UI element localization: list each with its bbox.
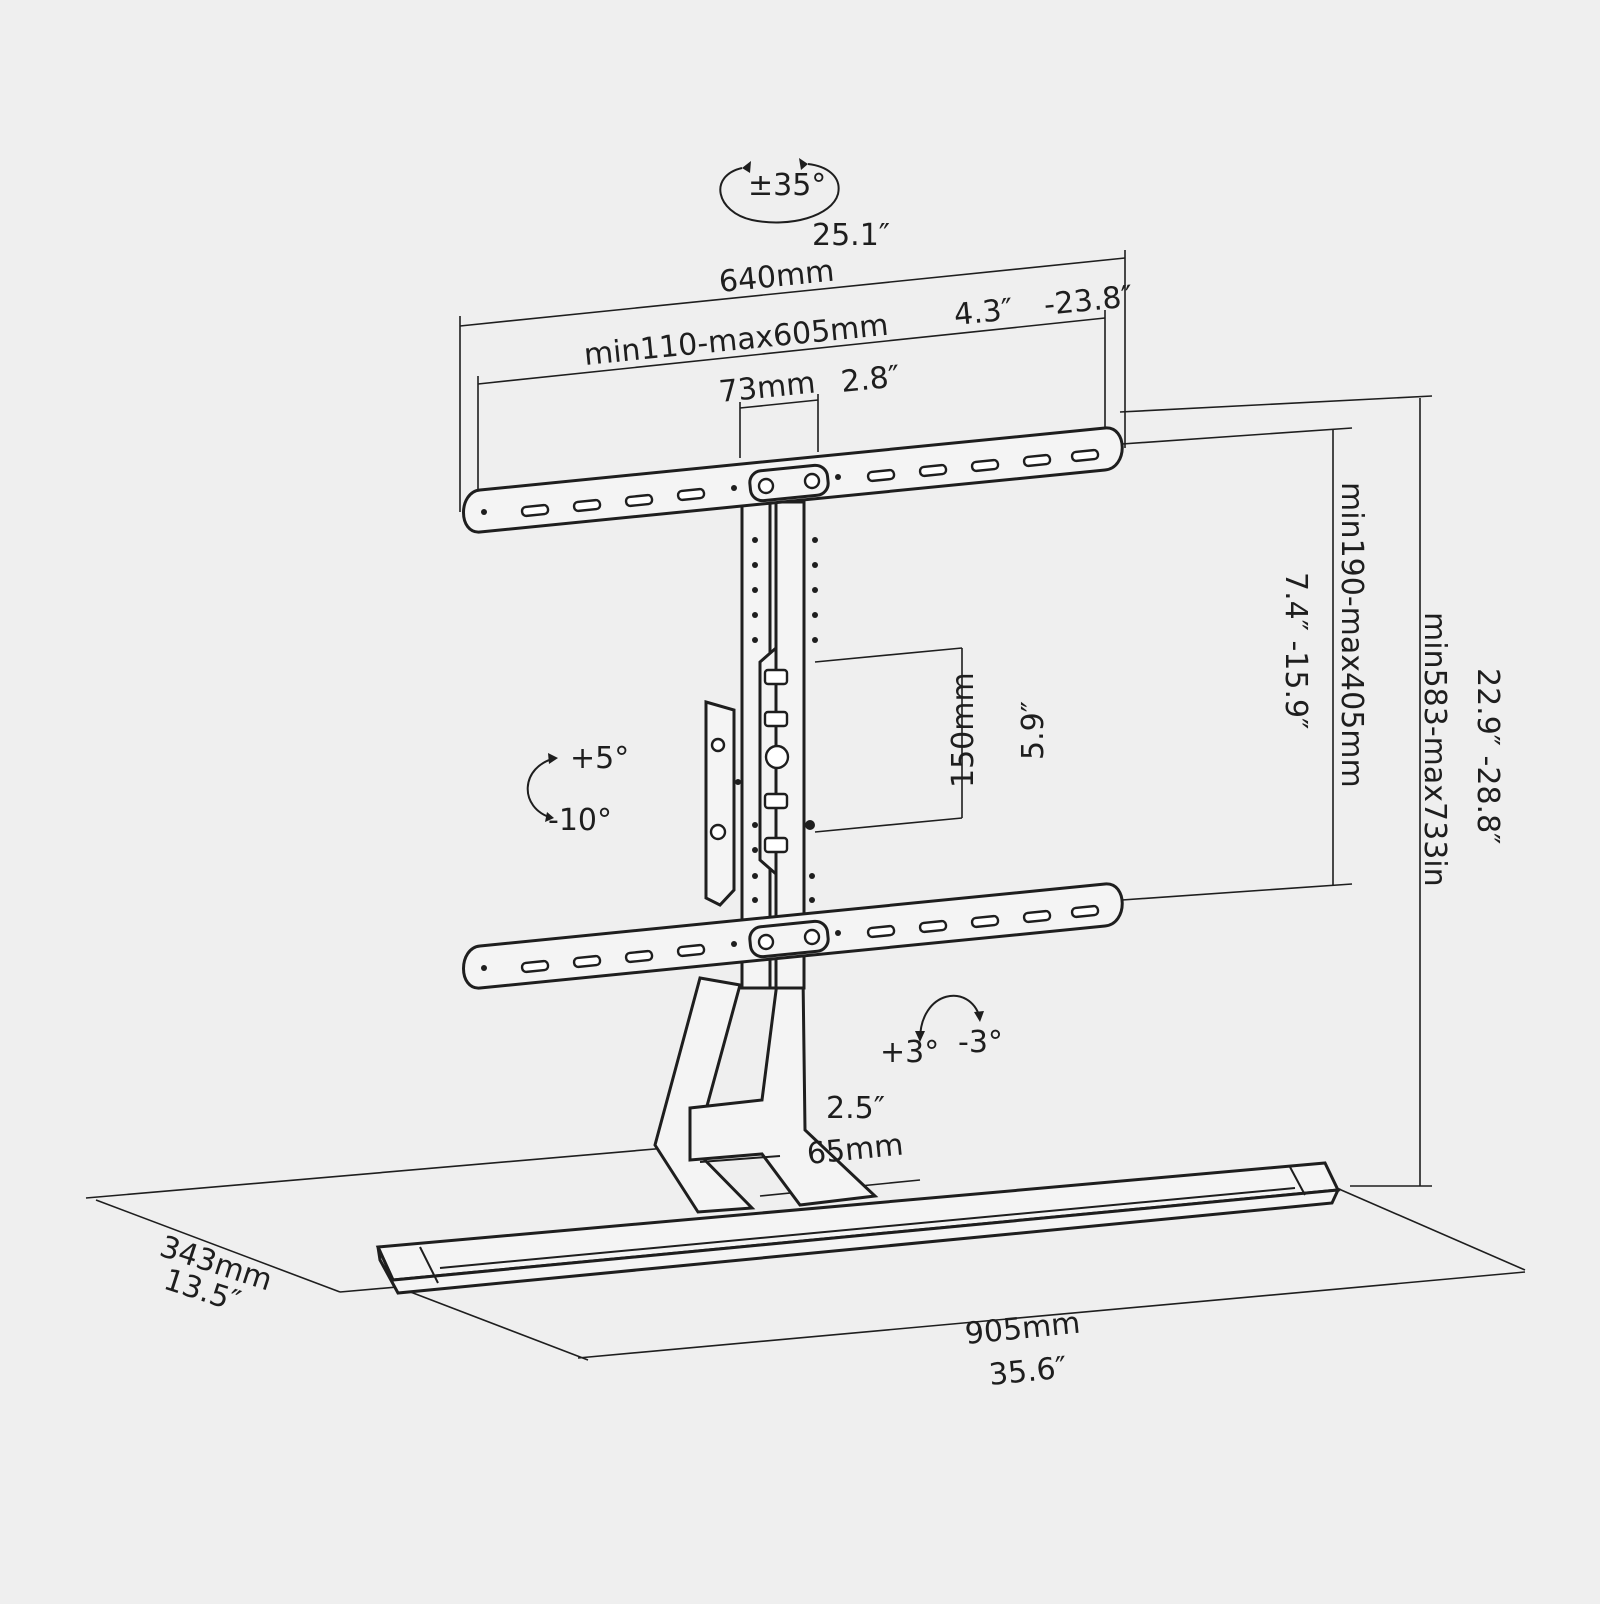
tilt-bracket-hole <box>735 779 741 785</box>
column-height-mm-label: 150mm <box>946 672 981 788</box>
column <box>704 500 818 990</box>
column-holes <box>752 537 818 903</box>
upper-arm-clamp-screw-right <box>803 472 821 490</box>
total-height-mm-label: min583-max733in <box>1417 612 1452 887</box>
lower-arm <box>462 882 1124 990</box>
level-plus-label: +3° <box>880 1035 939 1070</box>
tilt-bracket-screw-1 <box>710 737 726 753</box>
column-height-bottom-extension <box>814 817 963 833</box>
vesa-width-mm-label: min110-max605mm <box>582 308 890 373</box>
vesa-width-dimension-line <box>477 317 1106 385</box>
column-slot-3 <box>763 792 789 810</box>
max-width-inches-label: 25.1″ <box>812 218 890 253</box>
column-left-rail <box>740 500 772 990</box>
base-depth-dimension-line <box>95 1199 341 1293</box>
vesa-height-top-extension <box>1121 427 1353 445</box>
tilt-bracket-screw-2 <box>709 823 727 841</box>
neck-depth-mm-label: 65mm <box>805 1128 905 1172</box>
vesa-width-inches-min-label: 4.3″ <box>952 292 1014 333</box>
labels: ±35° 25.1″ 640mm min110-max605mm 4.3″ -2… <box>156 168 1505 1393</box>
neck-mid-edge <box>699 1155 781 1163</box>
rotation-indicators <box>526 158 984 1042</box>
vesa-width-inches-max-label: -23.8″ <box>1042 279 1134 323</box>
max-width-mm-label: 640mm <box>717 254 836 300</box>
base-width-mm-label: 905mm <box>963 1306 1082 1352</box>
base-width-inches-label: 35.6″ <box>987 1350 1068 1393</box>
tilt-arrowhead-up-icon <box>548 753 558 764</box>
neck <box>653 973 879 1214</box>
lower-arm-hole-left <box>731 941 737 947</box>
lower-arm-hole-right <box>835 930 841 936</box>
upper-arm-slots <box>520 448 1100 518</box>
base-width-dimension-line <box>577 1271 1526 1359</box>
base-foot <box>375 1161 1341 1295</box>
lower-arm-clamp-screw-left <box>757 933 775 951</box>
upper-arm-clamp-screw-left <box>757 477 775 495</box>
column-height-top-extension <box>814 647 963 663</box>
swivel-arrowhead-right-icon <box>799 158 808 170</box>
column-width-inches-label: 2.8″ <box>839 359 901 400</box>
total-height-inches-label: 22.9″ -28.8″ <box>1470 668 1505 844</box>
swivel-arrowhead-left-icon <box>742 161 751 173</box>
level-minus-label: -3° <box>958 1025 1003 1060</box>
base-left-cap-line <box>419 1246 439 1284</box>
base-front-left-diagonal <box>399 1287 589 1361</box>
vesa-height-bottom-extension <box>1121 883 1353 901</box>
column-slot-2 <box>763 710 789 728</box>
upper-arm-hole-left <box>731 485 737 491</box>
tilt-arrow-icon <box>526 757 557 819</box>
column-slot-1 <box>763 668 789 686</box>
total-height-top-extension <box>1119 395 1433 413</box>
base-groove-line <box>439 1187 1296 1269</box>
left-leg <box>653 976 756 1214</box>
column-height-inches-label: 5.9″ <box>1016 701 1051 760</box>
level-arrowhead-left-icon <box>915 1031 925 1042</box>
neck-top-edge <box>689 1099 763 1109</box>
lower-arm-slots <box>520 904 1100 974</box>
base-right-edge-line <box>1331 1185 1526 1271</box>
vesa-height-mm-label: min190-max405mm <box>1334 482 1369 788</box>
tilt-up-label: +5° <box>570 741 629 776</box>
base-right-cap-line <box>1289 1166 1306 1196</box>
column-width-dimension-line <box>739 399 819 409</box>
level-arrowhead-right-icon <box>974 1011 984 1022</box>
vesa-height-inches-label: 7.4″ -15.9″ <box>1278 572 1313 729</box>
tilt-bracket <box>704 700 736 907</box>
neck-depth-inches-label: 2.5″ <box>826 1091 885 1126</box>
column-slot-4 <box>763 836 789 854</box>
column-knob-icon <box>764 744 790 770</box>
lower-arm-clamp-screw-right <box>803 928 821 946</box>
upper-arm-end-hole <box>481 509 487 515</box>
base-bar-front <box>376 1188 1341 1295</box>
tilt-arrowhead-down-icon <box>545 812 554 822</box>
level-arrow-icon <box>919 994 981 1041</box>
tilt-down-label: -10° <box>548 803 612 838</box>
lower-arm-end-hole <box>481 965 487 971</box>
base-back-edge-line <box>85 1145 691 1199</box>
width-640-dimension-line <box>459 257 1126 327</box>
column-width-mm-label: 73mm <box>717 366 817 410</box>
swivel-arrow-icon <box>719 163 840 224</box>
upper-arm <box>462 426 1124 534</box>
upper-arm-hole-right <box>835 474 841 480</box>
swivel-angle-label: ±35° <box>748 168 826 203</box>
